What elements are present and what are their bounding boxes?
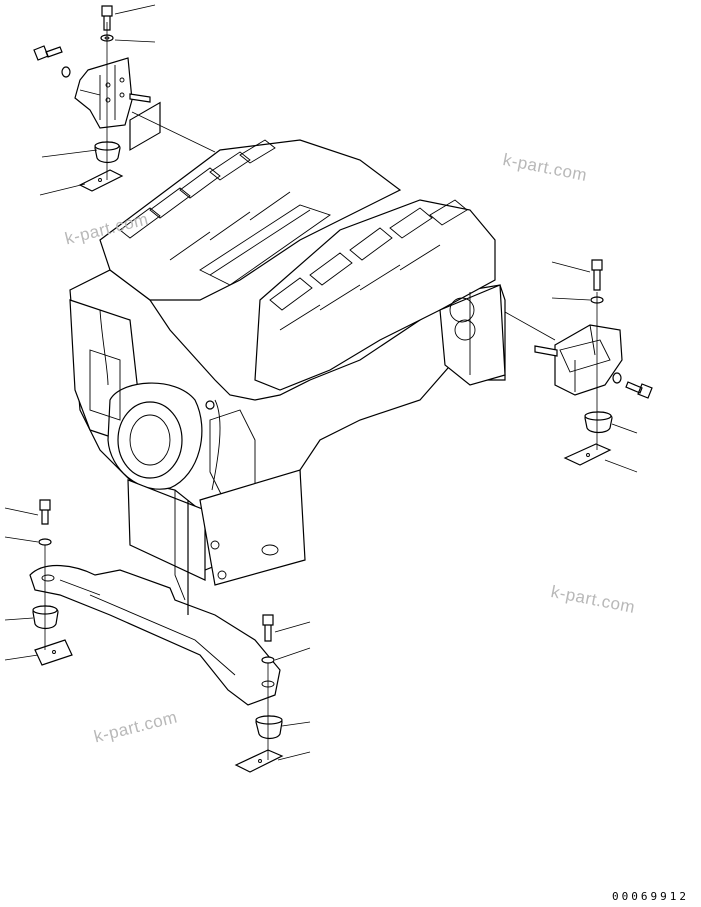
oil-pan-plate	[127, 479, 206, 581]
oil-cooler	[89, 349, 121, 421]
washer-side-left	[61, 66, 71, 78]
bolt-side-left	[33, 45, 63, 61]
mount-bracket-right	[554, 324, 623, 396]
front-support-beam	[29, 500, 281, 706]
support-beam	[29, 564, 281, 706]
cylinder-heads	[119, 101, 468, 331]
intake-manifold	[199, 204, 331, 286]
front-mount-left	[32, 499, 73, 666]
shim-right	[563, 443, 612, 466]
rear-housing	[439, 284, 506, 386]
cylinder-bank-right	[254, 199, 496, 391]
bolt-beam-right	[262, 614, 274, 642]
flywheel	[117, 401, 183, 479]
mount-bracket-left	[74, 57, 133, 129]
front-mount-right	[234, 614, 284, 773]
bolt-side-right	[625, 381, 653, 399]
rear-mount-left	[33, 5, 216, 192]
bolt-top-left	[101, 5, 113, 31]
washer-beam-right	[261, 656, 275, 664]
rear-mount-right	[504, 259, 653, 466]
drawing-number: 00069912	[612, 890, 689, 903]
engine-assembly	[69, 101, 506, 601]
callout-leaders	[4, 4, 638, 761]
shim-beam-right	[234, 749, 284, 773]
washer-side-right	[612, 372, 622, 384]
bolt-beam-left	[39, 499, 51, 525]
bolt-top-right	[591, 259, 603, 291]
washer-beam-left	[38, 538, 52, 546]
shim-beam-left	[34, 639, 73, 666]
rear-plate	[199, 469, 306, 586]
